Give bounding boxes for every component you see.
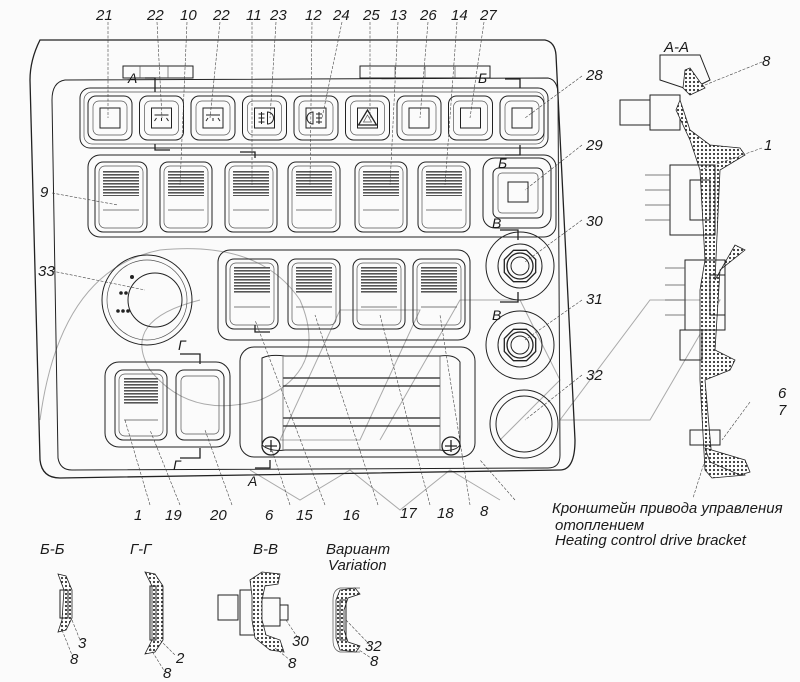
detail-gg-title: Г-Г: [130, 541, 153, 558]
section-aa-title: А-А: [663, 39, 689, 56]
section-mark-g-bottom: Г: [173, 457, 182, 473]
section-mark-a-bottom: А: [247, 473, 257, 489]
bottom-callouts: 1 19 20 6 15 16 17 18 8: [134, 503, 489, 524]
hazard-warning-icon: [359, 110, 377, 125]
callout-6: 6: [265, 507, 274, 524]
callout-20: 20: [209, 507, 227, 524]
callout-bb-3: 3: [78, 635, 87, 652]
detail-vv-title: В-В: [253, 541, 278, 558]
rocker-switch-row1-3[interactable]: [225, 162, 277, 232]
detail-bb-title: Б-Б: [40, 541, 65, 558]
callout-19: 19: [165, 507, 182, 524]
callout-26: 26: [419, 7, 437, 24]
top-button-blank[interactable]: [397, 96, 441, 140]
heater-knob[interactable]: [102, 255, 192, 345]
top-callouts: 21 22 10 22 11 23 12 24 25 13 26 14 27: [95, 7, 497, 24]
callout-aa-6: 6: [778, 385, 787, 402]
top-button-fog-light-front[interactable]: [243, 96, 287, 140]
callout-aa-8: 8: [762, 53, 771, 70]
callout-11: 11: [246, 7, 262, 24]
callout-vv-30: 30: [292, 633, 309, 650]
blank-cap: [490, 390, 558, 458]
caption-ru-line1: Кронштейн привода управления: [552, 500, 783, 517]
fog-light-rear-icon: [307, 112, 322, 124]
section-mark-v-top: В: [492, 215, 501, 231]
top-button-interior-light[interactable]: [140, 96, 184, 140]
top-button-blank[interactable]: [88, 96, 132, 140]
callout-aa-1: 1: [764, 137, 772, 154]
rotary-switches: [486, 232, 554, 379]
callout-30: 30: [586, 213, 603, 230]
rocker-switch-row1-1[interactable]: [95, 162, 147, 232]
section-mark-b-top: Б: [478, 70, 487, 86]
callout-9: 9: [40, 184, 49, 201]
callout-gg-8: 8: [163, 665, 172, 682]
detail-vv: В-В 30 8: [218, 541, 309, 672]
callout-21: 21: [95, 7, 113, 24]
callout-33: 33: [38, 263, 55, 280]
fog-light-front-icon: [259, 112, 274, 124]
callout-gg-2: 2: [175, 650, 185, 667]
interior-light-icon: [155, 115, 169, 121]
rocker-row-2: [218, 250, 470, 340]
left-callouts: 9 33: [38, 184, 55, 280]
callout-bb-8: 8: [70, 651, 79, 668]
callout-25: 25: [362, 7, 380, 24]
top-button-row: [88, 96, 544, 140]
interior-light-icon: [206, 115, 220, 121]
callout-24: 24: [332, 7, 350, 24]
callout-23: 23: [269, 7, 287, 24]
callout-18: 18: [437, 505, 454, 522]
callout-13: 13: [390, 7, 407, 24]
detail-gg: Г-Г 2 8: [130, 541, 185, 682]
detail-variation-title-en: Variation: [328, 557, 387, 574]
rocker-switch-row1-6[interactable]: [418, 162, 470, 232]
section-mark-b-bottom: Б: [498, 155, 507, 171]
callout-vv-8: 8: [288, 655, 297, 672]
right-callouts: 28 29 30 31 32: [585, 67, 603, 384]
callout-10: 10: [180, 7, 197, 24]
callout-1: 1: [134, 507, 142, 524]
callout-14: 14: [451, 7, 468, 24]
rocker-switch-row1-4[interactable]: [288, 162, 340, 232]
callout-29: 29: [585, 137, 603, 154]
callout-8: 8: [480, 503, 489, 520]
callout-28: 28: [585, 67, 603, 84]
callout-15: 15: [296, 507, 313, 524]
caption-en: Heating control drive bracket: [555, 532, 747, 549]
top-button-hazard-warning[interactable]: [346, 96, 390, 140]
top-button-blank[interactable]: [449, 96, 493, 140]
section-mark-v-bottom: В: [492, 307, 501, 323]
callout-27: 27: [479, 7, 497, 24]
callout-17: 17: [400, 505, 417, 522]
rocker-switch-row1-5[interactable]: [355, 162, 407, 232]
rocker-switch-row2-4[interactable]: [413, 259, 465, 329]
section-mark-a: А: [127, 70, 137, 86]
rocker-switch-row2-3[interactable]: [353, 259, 405, 329]
top-button-blank[interactable]: [500, 96, 544, 140]
callout-var-8: 8: [370, 653, 379, 670]
top-button-fog-light-rear[interactable]: [294, 96, 338, 140]
callout-32: 32: [586, 367, 603, 384]
rocker-switch-row1-2[interactable]: [160, 162, 212, 232]
switch-pair: [105, 362, 230, 447]
rotary-switch-1[interactable]: [486, 232, 554, 300]
callout-22b: 22: [212, 7, 230, 24]
callout-16: 16: [343, 507, 360, 524]
callout-22a: 22: [146, 7, 164, 24]
top-button-interior-light[interactable]: [191, 96, 235, 140]
rocker-row-1: [88, 155, 556, 237]
callout-aa-7: 7: [778, 402, 787, 419]
detail-variation: Вариант Variation 32 8: [326, 541, 390, 670]
section-mark-g-top: Г: [178, 337, 187, 353]
callout-31: 31: [586, 291, 603, 308]
callout-12: 12: [305, 7, 322, 24]
detail-variation-title-ru: Вариант: [326, 541, 390, 558]
detail-bb: Б-Б 3 8: [40, 541, 87, 668]
